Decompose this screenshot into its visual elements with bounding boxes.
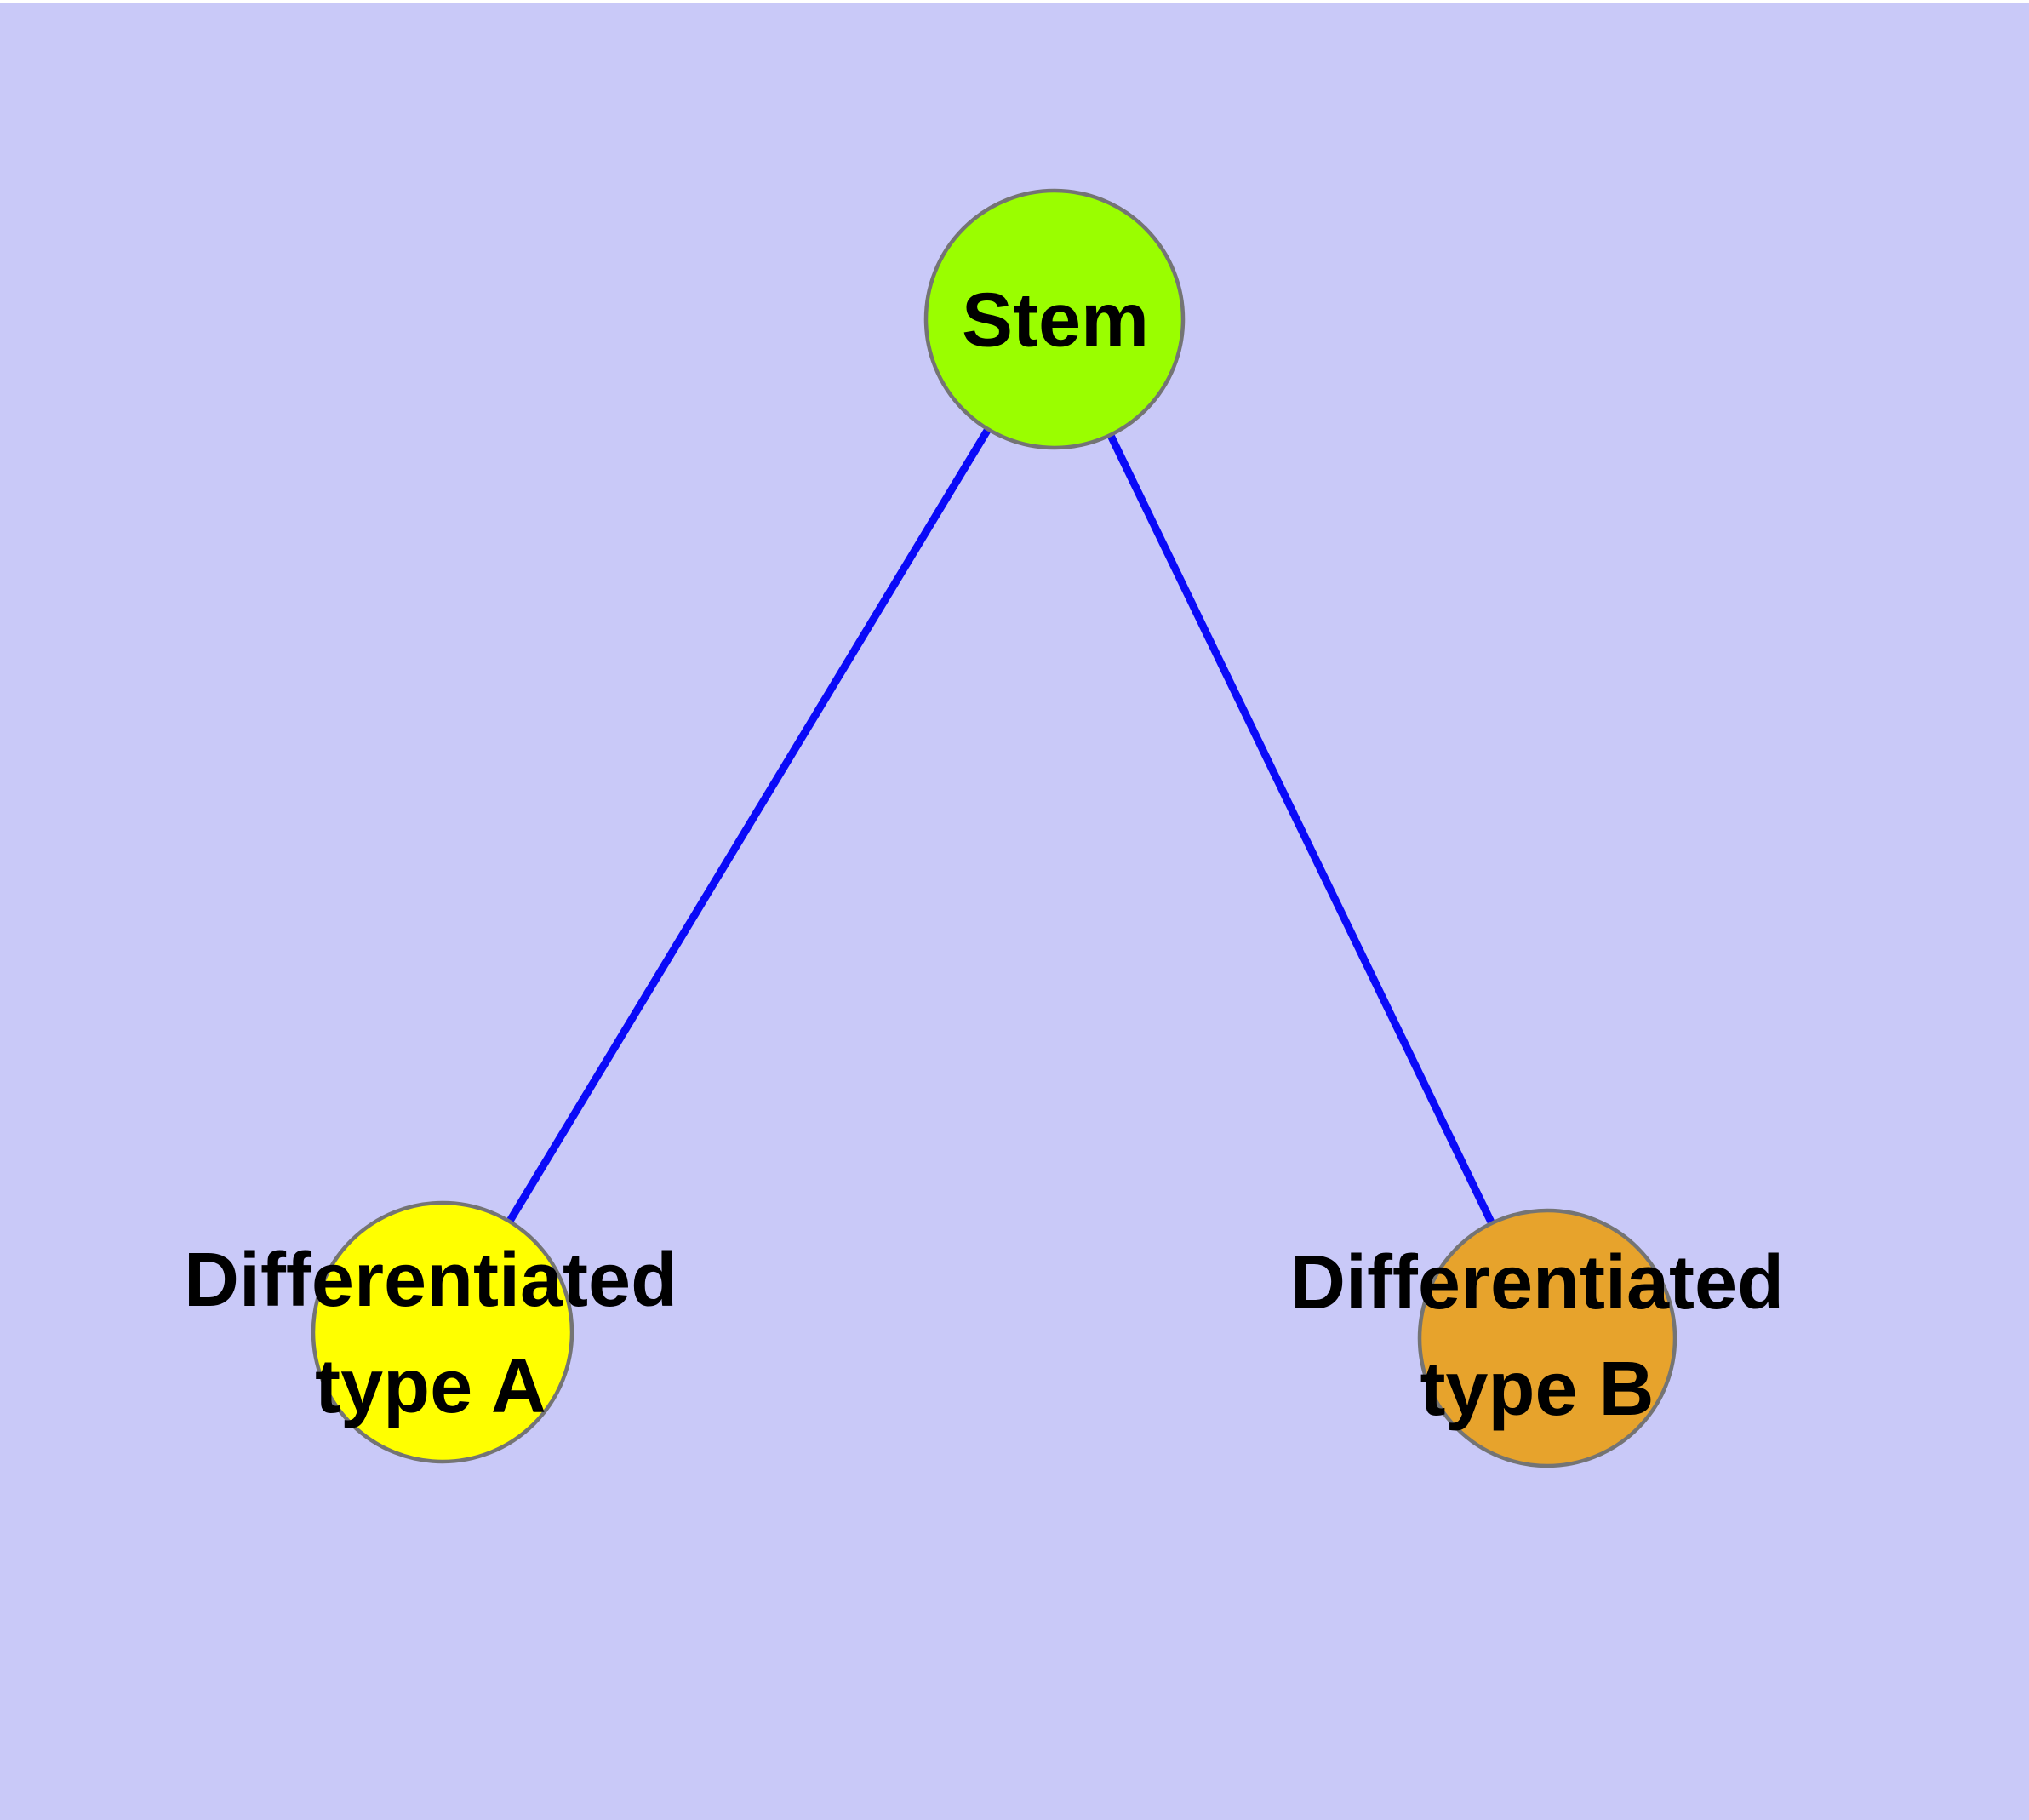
edge-stem-to-type-a — [439, 317, 1058, 1335]
node-label-stem: Stem — [961, 278, 1150, 363]
label-line-2: type A — [315, 1344, 546, 1429]
label-line-1: Differentiated — [183, 1238, 678, 1323]
node-differentiated-type-b — [1417, 1208, 1677, 1468]
edge-stem-to-type-b — [1050, 318, 1552, 1340]
top-margin-strip — [0, 0, 2029, 3]
label-line-2: type B — [1420, 1347, 1655, 1432]
node-differentiated-type-a — [311, 1200, 574, 1464]
node-label-differentiated-type-b: Differentiated type B — [1290, 1230, 1784, 1443]
label-line-1: Differentiated — [1289, 1240, 1785, 1325]
node-stem — [923, 188, 1186, 450]
node-label-differentiated-type-a: Differentiated type A — [184, 1228, 677, 1440]
